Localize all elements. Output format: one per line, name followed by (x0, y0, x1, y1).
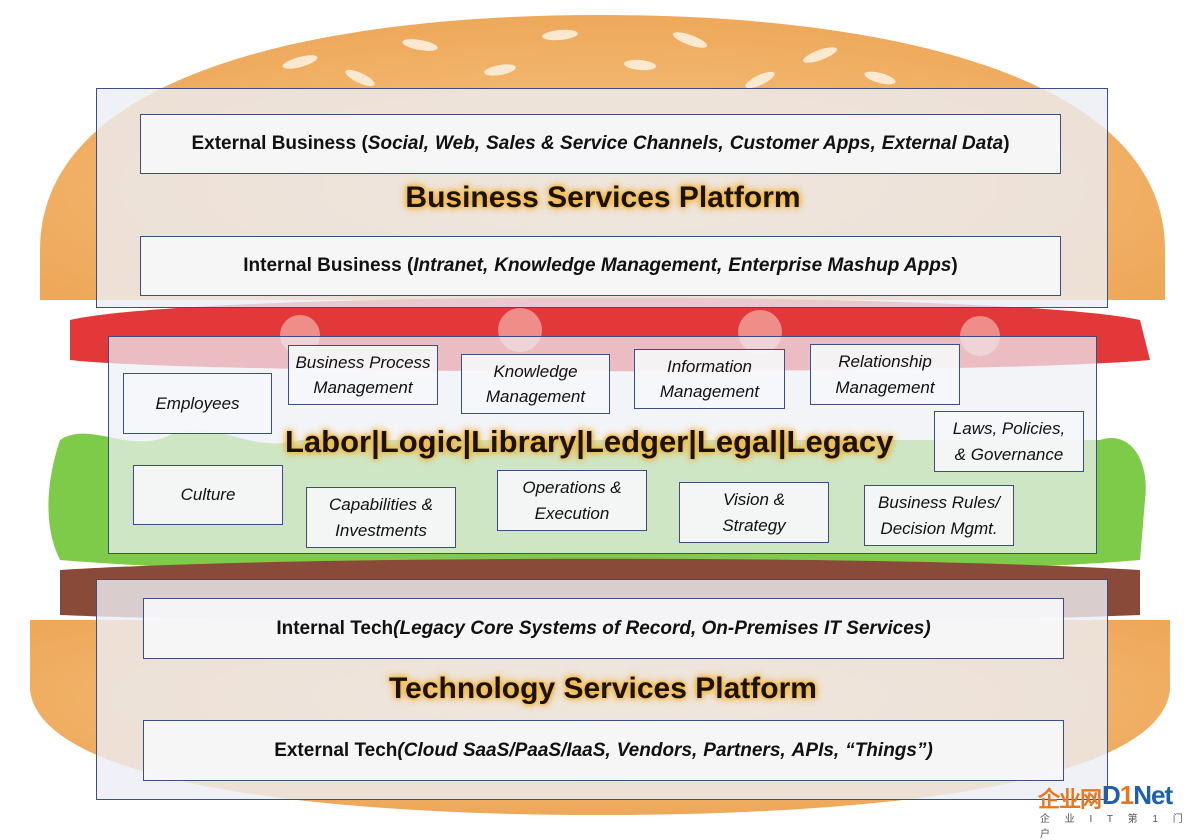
internal-business-item: Enterprise Mashup Apps (728, 255, 952, 276)
external-business-item: External Data (881, 133, 1004, 154)
box-line: Capabilities & (329, 495, 433, 514)
box-line: Laws, Policies, (952, 419, 1066, 438)
technology-platform-title: Technology Services Platform (389, 672, 817, 705)
external-business-item: Social, (367, 133, 430, 154)
box-line: Relationship (838, 352, 932, 371)
box-line: Vision & (722, 490, 786, 509)
box-line: Information (666, 356, 753, 376)
internal-business-item: Knowledge Management, (494, 255, 723, 276)
box-line: Management (835, 377, 935, 397)
external-tech-item: Partners, (703, 739, 786, 761)
six-l-tagline: Labor|Logic|Library|Ledger|Legal|Legacy (285, 424, 894, 459)
external-business-lead: External Business ( (191, 133, 368, 154)
box-line: Knowledge (493, 361, 578, 381)
box-line: Operations & (522, 478, 622, 497)
box-line: Management (313, 378, 413, 397)
employees-box: Employees (123, 373, 272, 434)
capabilities-box: Capabilities & Investments (306, 487, 456, 548)
external-business-bar: External Business ( Social, Web, Sales &… (140, 114, 1061, 174)
box-line: Business Process (295, 352, 431, 372)
watermark-en-one: 1 (1119, 780, 1135, 810)
external-tech-bar: External Tech (Cloud SaaS/PaaS/IaaS, Ven… (143, 720, 1064, 781)
box-line: Decision Mgmt. (880, 518, 998, 538)
internal-tech-detail: (Legacy Core Systems of Record, On-Premi… (393, 617, 931, 639)
box-line: Management (485, 387, 586, 406)
watermark-en: D1Net (1102, 780, 1173, 811)
culture-box: Culture (133, 465, 283, 525)
external-business-item: Customer Apps, (729, 133, 876, 154)
box-line: Strategy (722, 515, 786, 535)
external-tech-item: “Things”) (845, 739, 933, 761)
business-rules-box: Business Rules/ Decision Mgmt. (864, 485, 1014, 546)
external-business-item: Sales & Service Channels, (486, 133, 724, 154)
operations-box: Operations & Execution (497, 470, 647, 531)
box-line: Employees (155, 393, 240, 413)
box-line: Execution (534, 503, 610, 523)
internal-business-tail: ) (951, 255, 958, 276)
box-line: Business Rules/ (878, 493, 1000, 512)
vision-strategy-box: Vision & Strategy (679, 482, 829, 543)
business-process-box: Business Process Management (288, 345, 438, 405)
external-tech-item: (Cloud SaaS/PaaS/IaaS, (397, 739, 611, 761)
watermark-cn: 企业网 (1038, 787, 1102, 812)
box-line: Culture (180, 485, 236, 505)
sesame-seeds (282, 29, 896, 89)
external-tech-item: APIs, (791, 739, 840, 761)
watermark-en-b: Net (1133, 780, 1173, 810)
box-line: & Governance (954, 444, 1064, 464)
external-business-item: Web, (435, 133, 481, 154)
internal-business-lead: Internal Business ( (243, 255, 414, 276)
box-line: Investments (335, 520, 427, 540)
external-tech-lead: External Tech (274, 739, 398, 761)
laws-governance-box: Laws, Policies, & Governance (934, 411, 1084, 472)
watermark-subtitle: 企 业 I T 第 1 门 户 (1040, 814, 1189, 840)
external-tech-item: Vendors, (616, 739, 698, 761)
business-platform-panel: External Business ( Social, Web, Sales &… (96, 88, 1108, 308)
internal-business-bar: Internal Business ( Intranet, Knowledge … (140, 236, 1061, 296)
internal-business-item: Intranet, (413, 255, 489, 276)
technology-platform-panel: Internal Tech (Legacy Core Systems of Re… (96, 579, 1108, 800)
business-platform-title: Business Services Platform (405, 181, 801, 214)
internal-tech-bar: Internal Tech (Legacy Core Systems of Re… (143, 598, 1064, 659)
internal-tech-lead: Internal Tech (276, 617, 394, 639)
relationship-management-box: Relationship Management (810, 344, 960, 405)
information-management-box: Information Management (634, 349, 785, 409)
external-business-tail: ) (1003, 133, 1010, 154)
box-line: Management (659, 382, 760, 401)
watermark-en-a: D (1102, 780, 1121, 810)
d1net-watermark-logo: 企业网 D1Net 企 业 I T 第 1 门 户 (1038, 780, 1200, 840)
knowledge-management-box: Knowledge Management (461, 354, 610, 414)
